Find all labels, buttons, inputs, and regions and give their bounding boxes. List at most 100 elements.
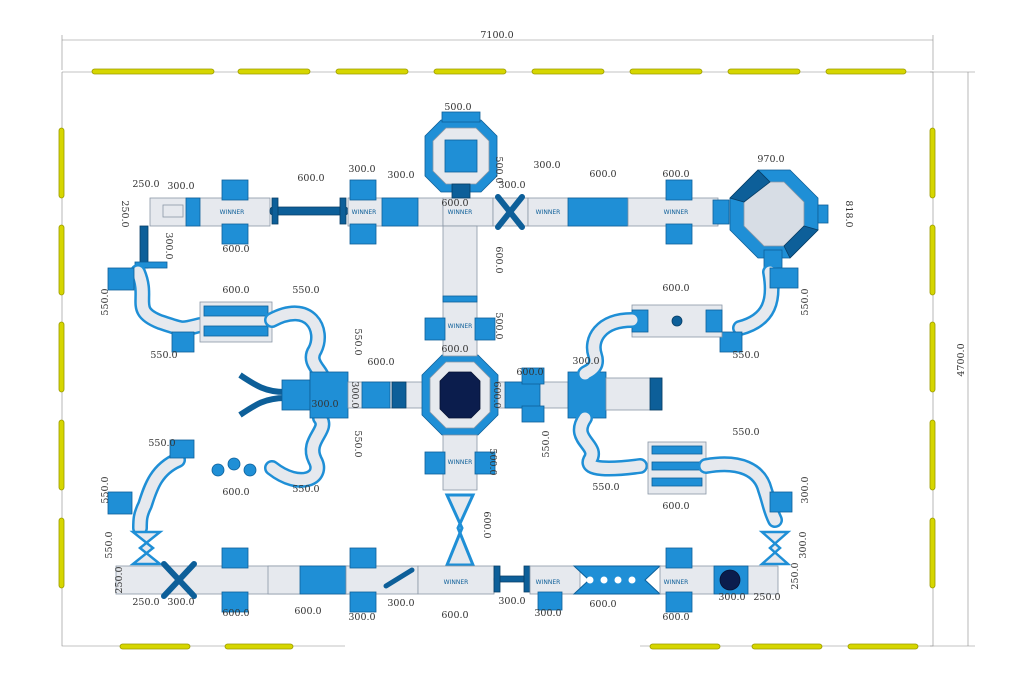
left-top-connector — [134, 225, 168, 269]
dim-label: 600.0 — [441, 344, 468, 355]
dim-label: 600.0 — [222, 487, 249, 498]
overall-dimensions: 7100.0 4700.0 — [61, 30, 975, 647]
center-octagon — [421, 354, 499, 436]
right-middle-slide-upper — [577, 312, 640, 382]
top-right-octagon-platform — [729, 169, 829, 269]
left-climbing-block — [199, 301, 273, 343]
dim-label: 600.0 — [662, 501, 689, 512]
dim-label: 300.0 — [387, 598, 414, 609]
center-vertical-top — [424, 225, 496, 357]
dim-label: 550.0 — [352, 328, 363, 355]
dim-label: 500.0 — [493, 156, 504, 183]
dim-label: 250.0 — [753, 592, 780, 603]
dim-label: 600.0 — [662, 169, 689, 180]
boundary-buoys — [58, 68, 936, 650]
brand-mark: WINNER — [664, 579, 689, 586]
left-lower-zigzag — [129, 530, 164, 566]
dim-label: 300.0 — [498, 596, 525, 607]
left-bottom-slide — [107, 439, 257, 536]
dim-label: 300.0 — [800, 476, 811, 503]
dim-label: 300.0 — [572, 356, 599, 367]
top-tower — [424, 111, 498, 199]
dim-label: 300.0 — [349, 381, 360, 408]
brand-mark: WINNER — [536, 209, 561, 216]
dim-label: 500.0 — [487, 448, 498, 475]
bottom-walkway — [115, 547, 779, 613]
dim-label: 550.0 — [150, 350, 177, 361]
top-walkway — [149, 179, 730, 245]
dim-label: 550.0 — [352, 430, 363, 457]
dim-label: 600.0 — [516, 367, 543, 378]
right-lower-zigzag — [758, 530, 792, 566]
right-middle-slide-lower — [572, 410, 648, 477]
dim-label: 818.0 — [843, 200, 854, 227]
dim-label: 550.0 — [292, 285, 319, 296]
brand-mark: WINNER — [352, 209, 377, 216]
dim-label: 250.0 — [114, 566, 125, 593]
overall-width-label: 7100.0 — [480, 30, 513, 41]
dim-label: 550.0 — [100, 288, 111, 315]
dim-label: 500.0 — [444, 102, 471, 113]
top-x-obstacle — [495, 194, 525, 230]
brand-mark: WINNER — [536, 579, 561, 586]
dim-label: 550.0 — [732, 350, 759, 361]
dim-label: 250.0 — [132, 179, 159, 190]
dim-label: 550.0 — [148, 438, 175, 449]
dim-label: 250.0 — [132, 597, 159, 608]
dim-label: 550.0 — [592, 482, 619, 493]
dim-label: 600.0 — [662, 283, 689, 294]
dim-label: 600.0 — [441, 198, 468, 209]
right-cage-obstacle — [647, 441, 707, 495]
dim-label: 500.0 — [493, 312, 504, 339]
dim-label: 300.0 — [348, 612, 375, 623]
dimension-labels: 250.0 300.0 600.0 300.0 300.0 500.0 500.… — [100, 102, 854, 623]
dim-label: 300.0 — [387, 170, 414, 181]
brand-mark: WINNER — [448, 323, 473, 330]
dim-label: 300.0 — [533, 160, 560, 171]
dim-label: 550.0 — [800, 288, 811, 315]
left-claw — [238, 372, 311, 418]
left-top-slide — [107, 264, 208, 353]
dim-label: 300.0 — [167, 597, 194, 608]
dim-label: 550.0 — [541, 430, 552, 457]
dim-label: 550.0 — [104, 531, 115, 558]
brand-mark: WINNER — [444, 579, 469, 586]
dim-label: 600.0 — [589, 599, 616, 610]
brand-marks: WINNER WINNER WINNER WINNER WINNER WINNE… — [220, 209, 689, 586]
dim-label: 550.0 — [732, 427, 759, 438]
dim-label: 600.0 — [367, 357, 394, 368]
dim-label: 300.0 — [718, 592, 745, 603]
dim-label: 300.0 — [348, 164, 375, 175]
dim-label: 250.0 — [790, 562, 801, 589]
dim-label: 600.0 — [589, 169, 616, 180]
center-left-node — [309, 371, 429, 419]
right-top-slide — [631, 264, 799, 353]
dim-label: 600.0 — [222, 244, 249, 255]
left-middle-slide-lower — [264, 410, 331, 488]
dim-label: 600.0 — [297, 173, 324, 184]
brand-mark: WINNER — [448, 459, 473, 466]
dim-label: 300.0 — [534, 608, 561, 619]
dim-label: 600.0 — [441, 610, 468, 621]
brand-mark: WINNER — [664, 209, 689, 216]
dim-label: 250.0 — [119, 200, 130, 227]
right-bottom-slide — [698, 456, 793, 528]
overall-height-label: 4700.0 — [956, 343, 967, 376]
brand-mark: WINNER — [220, 209, 245, 216]
dim-label: 600.0 — [222, 285, 249, 296]
dim-label: 300.0 — [311, 399, 338, 410]
dim-label: 600.0 — [493, 246, 504, 273]
dim-label: 970.0 — [757, 154, 784, 165]
dim-label: 600.0 — [294, 606, 321, 617]
dim-label: 300.0 — [167, 181, 194, 192]
dim-label: 300.0 — [163, 232, 174, 259]
brand-mark: WINNER — [448, 209, 473, 216]
dim-label: 600.0 — [491, 381, 502, 408]
dim-label: 300.0 — [498, 180, 525, 191]
bottom-left-x-obstacle — [161, 561, 197, 599]
dim-label: 300.0 — [798, 531, 809, 558]
dim-label: 550.0 — [100, 476, 111, 503]
dim-label: 600.0 — [222, 608, 249, 619]
center-vertical-bottom — [424, 434, 496, 567]
